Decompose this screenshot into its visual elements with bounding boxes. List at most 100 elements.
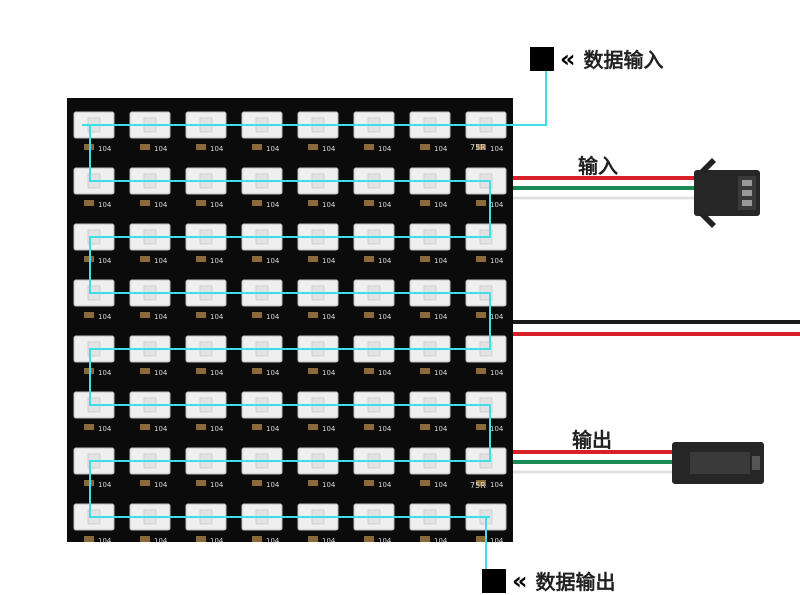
capacitor-label: 104 — [210, 537, 224, 545]
capacitor-label: 104 — [98, 145, 112, 153]
capacitor-label: 104 — [154, 257, 168, 265]
capacitor-label: 104 — [434, 369, 448, 377]
capacitor-label: 104 — [490, 481, 504, 489]
capacitor-label: 104 — [490, 537, 504, 545]
capacitor-label: 104 — [434, 145, 448, 153]
capacitor — [140, 144, 150, 150]
capacitor — [196, 368, 206, 374]
capacitor-label: 104 — [378, 369, 392, 377]
capacitor — [476, 200, 486, 206]
capacitor-label: 104 — [154, 481, 168, 489]
capacitor-label: 104 — [266, 313, 280, 321]
capacitor — [252, 480, 262, 486]
capacitor — [420, 480, 430, 486]
capacitor-label: 104 — [154, 313, 168, 321]
capacitor — [364, 144, 374, 150]
data-output-label: 数据输出 — [535, 570, 616, 594]
capacitor — [84, 200, 94, 206]
capacitor-label: 104 — [266, 425, 280, 433]
capacitor — [420, 200, 430, 206]
capacitor-label: 104 — [322, 537, 336, 545]
capacitor-label: 104 — [210, 257, 224, 265]
capacitor-label: 104 — [98, 537, 112, 545]
capacitor-label: 104 — [154, 369, 168, 377]
capacitor-label: 104 — [490, 313, 504, 321]
capacitor — [252, 256, 262, 262]
capacitor — [420, 144, 430, 150]
data-input-label: 数据输入 — [583, 48, 664, 72]
capacitor — [364, 312, 374, 318]
capacitor — [364, 536, 374, 542]
capacitor — [252, 536, 262, 542]
capacitor — [140, 480, 150, 486]
power-output-label: 输出 — [572, 428, 612, 452]
capacitor — [476, 536, 486, 542]
capacitor — [364, 480, 374, 486]
capacitor-label: 104 — [322, 313, 336, 321]
capacitor-label: 104 — [98, 201, 112, 209]
chevron-left-icon: « — [560, 44, 575, 73]
capacitor-label: 104 — [98, 425, 112, 433]
capacitor-label: 104 — [322, 257, 336, 265]
resistor-label: 75R — [470, 143, 486, 152]
input-wire-bundle — [512, 176, 700, 200]
capacitor-label: 104 — [490, 145, 504, 153]
capacitor — [476, 368, 486, 374]
capacitor — [420, 256, 430, 262]
power-input-label: 输入 — [578, 154, 618, 178]
capacitor-label: 104 — [266, 145, 280, 153]
capacitor — [252, 312, 262, 318]
capacitor-label: 104 — [98, 481, 112, 489]
capacitor-label: 104 — [378, 537, 392, 545]
capacitor — [308, 536, 318, 542]
capacitor-label: 104 — [322, 201, 336, 209]
chevron-left-icon: « — [512, 566, 527, 595]
capacitor-label: 104 — [378, 257, 392, 265]
capacitor-label: 104 — [98, 257, 112, 265]
capacitor — [196, 312, 206, 318]
capacitor-label: 104 — [210, 313, 224, 321]
capacitor — [420, 536, 430, 542]
capacitor-label: 104 — [154, 425, 168, 433]
capacitor — [252, 144, 262, 150]
capacitor — [308, 256, 318, 262]
capacitor — [420, 368, 430, 374]
capacitor-label: 104 — [154, 201, 168, 209]
capacitor-label: 104 — [434, 313, 448, 321]
output-connector — [672, 442, 764, 484]
capacitor-label: 104 — [490, 425, 504, 433]
capacitor — [308, 368, 318, 374]
capacitor-label: 104 — [434, 425, 448, 433]
capacitor — [476, 256, 486, 262]
capacitor — [476, 480, 486, 486]
capacitor-label: 104 — [322, 481, 336, 489]
capacitor — [140, 536, 150, 542]
capacitor — [364, 200, 374, 206]
capacitor — [140, 424, 150, 430]
capacitor-label: 104 — [210, 369, 224, 377]
capacitor-label: 104 — [434, 201, 448, 209]
capacitor-label: 104 — [98, 369, 112, 377]
capacitor-label: 104 — [266, 201, 280, 209]
capacitor-label: 104 — [266, 257, 280, 265]
capacitor — [196, 480, 206, 486]
capacitor — [308, 480, 318, 486]
power-wire-pair — [512, 320, 800, 336]
capacitor — [196, 200, 206, 206]
capacitor-label: 104 — [434, 257, 448, 265]
capacitor — [140, 200, 150, 206]
capacitor-label: 104 — [378, 201, 392, 209]
capacitor — [308, 200, 318, 206]
data-input-marker: « 数据输入 — [530, 44, 664, 73]
data-trace-line — [82, 70, 547, 584]
data-output-marker: « 数据输出 — [482, 566, 616, 595]
capacitor — [364, 424, 374, 430]
capacitor — [308, 312, 318, 318]
capacitor — [84, 536, 94, 542]
capacitor — [140, 312, 150, 318]
marker-square — [482, 568, 506, 593]
capacitor-label: 104 — [434, 481, 448, 489]
capacitor-label: 104 — [378, 313, 392, 321]
capacitor-label: 104 — [266, 369, 280, 377]
